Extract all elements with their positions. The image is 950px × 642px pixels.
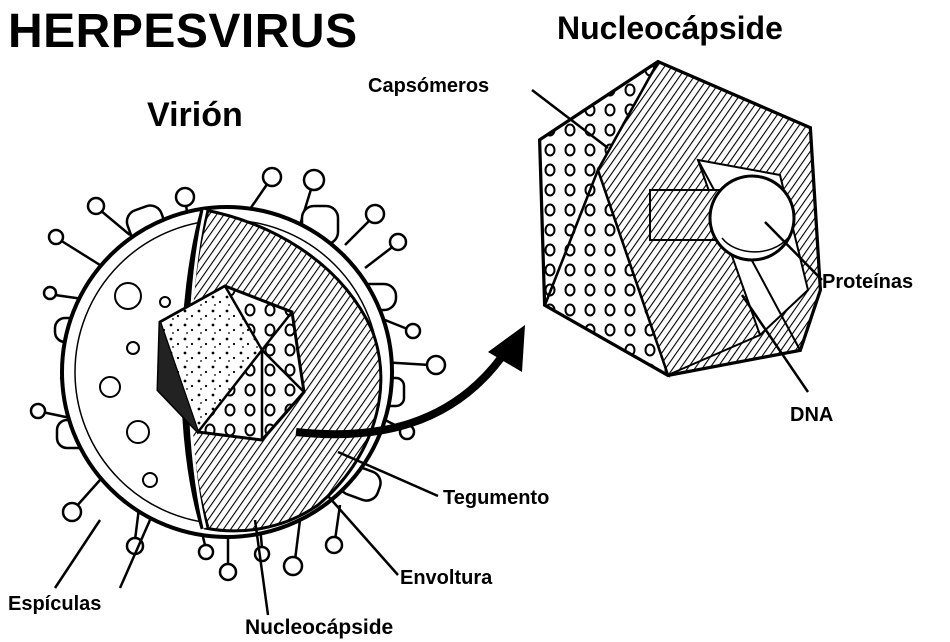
label-envoltura: Envoltura [400, 568, 492, 588]
diagram-title: HERPESVIRUS [8, 8, 358, 56]
virion-title: Virión [147, 98, 243, 132]
label-nucleocapside: Nucleocápside [245, 617, 393, 638]
virion-illustration [31, 168, 445, 580]
label-espiculas: Espículas [8, 594, 101, 614]
leader-envoltura [328, 496, 398, 575]
protein-core [710, 176, 794, 260]
label-dna: DNA [790, 405, 833, 425]
leader-espiculas-2 [55, 520, 100, 588]
label-tegumento: Tegumento [443, 488, 549, 508]
nucleocapsid-title: Nucleocápside [557, 12, 783, 44]
nucleocapsid-illustration [540, 62, 820, 375]
label-proteinas: Proteínas [822, 272, 913, 292]
label-capsomeros: Capsómeros [368, 76, 489, 96]
